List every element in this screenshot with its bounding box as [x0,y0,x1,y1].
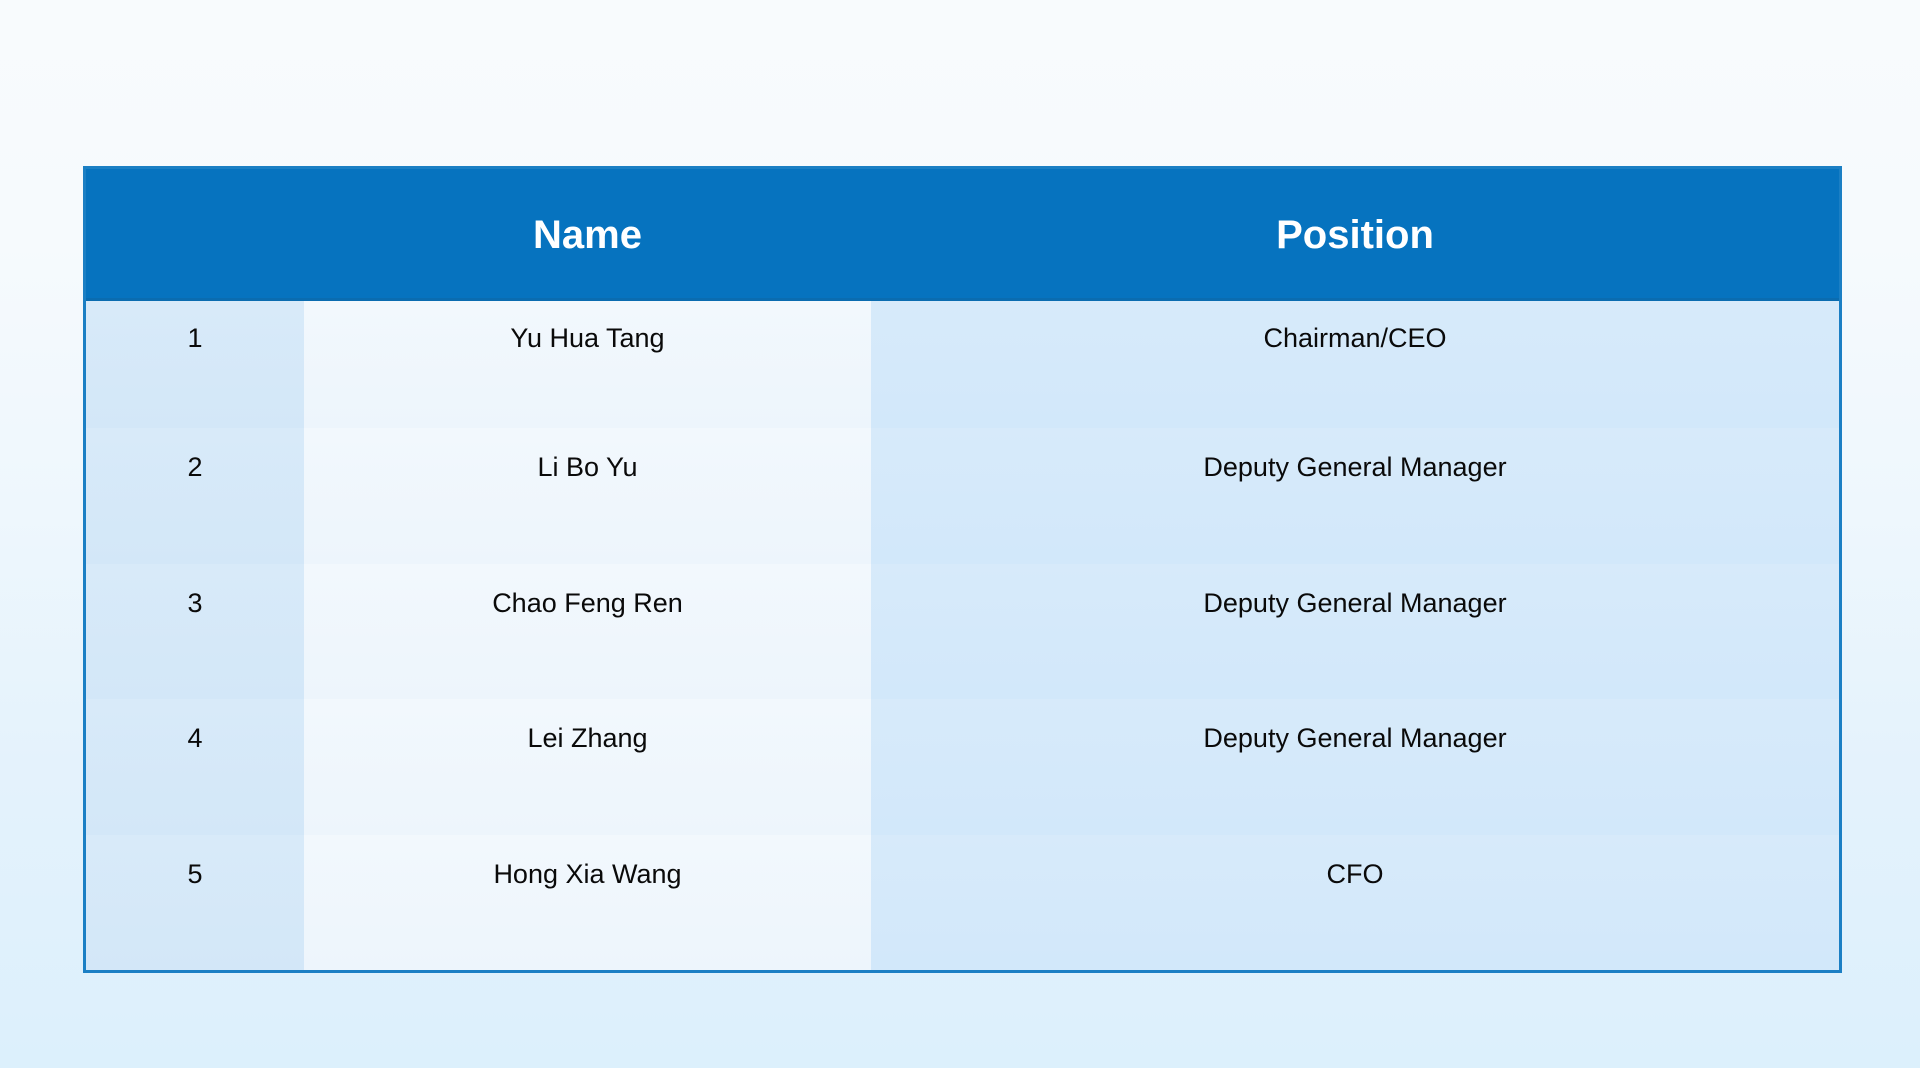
table-body: 1 Yu Hua Tang Chairman/CEO 2 Li Bo Yu [86,301,1839,970]
cell-name: Hong Xia Wang [304,834,871,970]
row-name-value: Yu Hua Tang [510,323,665,353]
table-row[interactable]: 5 Hong Xia Wang CFO [86,834,1839,970]
row-index-value: 1 [187,323,203,353]
table-row[interactable]: 3 Chao Feng Ren Deputy General Manager [86,563,1839,700]
column-header-index[interactable] [86,169,304,301]
row-name-value: Lei Zhang [527,723,648,754]
row-position-value: Deputy General Manager [1203,452,1507,483]
cell-index: 2 [86,428,304,564]
column-header-position[interactable]: Position [871,169,1839,301]
row-position-value: Deputy General Manager [1203,723,1507,754]
row-index-value: 3 [187,587,203,618]
table-header: Name Position [86,169,1839,301]
cell-index: 3 [86,563,304,700]
management-team-table: Name Position 1 Yu Hua Tang Chairman/CEO [86,169,1839,970]
cell-index: 1 [86,301,304,429]
cell-position: Chairman/CEO [871,301,1839,429]
table-row[interactable]: 4 Lei Zhang Deputy General Manager [86,699,1839,835]
cell-index: 4 [86,699,304,835]
cell-position: Deputy General Manager [871,428,1839,564]
row-position-value: Deputy General Manager [1203,587,1507,618]
cell-index: 5 [86,834,304,970]
table-header-row: Name Position [86,169,1839,301]
row-position-value: CFO [1326,858,1384,889]
table-row[interactable]: 1 Yu Hua Tang Chairman/CEO [86,301,1839,429]
cell-name: Lei Zhang [304,699,871,835]
cell-position: Deputy General Manager [871,699,1839,835]
cell-name: Chao Feng Ren [304,563,871,700]
table-row[interactable]: 2 Li Bo Yu Deputy General Manager [86,428,1839,564]
row-name-value: Li Bo Yu [537,452,638,483]
cell-position: CFO [871,834,1839,970]
row-name-value: Chao Feng Ren [492,587,683,618]
cell-name: Li Bo Yu [304,428,871,564]
row-index-value: 5 [187,858,203,889]
row-position-value: Chairman/CEO [1263,323,1447,353]
data-table-container: Name Position 1 Yu Hua Tang Chairman/CEO [83,166,1842,973]
row-name-value: Hong Xia Wang [493,858,682,889]
row-index-value: 2 [187,452,203,483]
column-header-name[interactable]: Name [304,169,871,301]
cell-position: Deputy General Manager [871,563,1839,700]
row-index-value: 4 [187,723,203,754]
cell-name: Yu Hua Tang [304,301,871,429]
